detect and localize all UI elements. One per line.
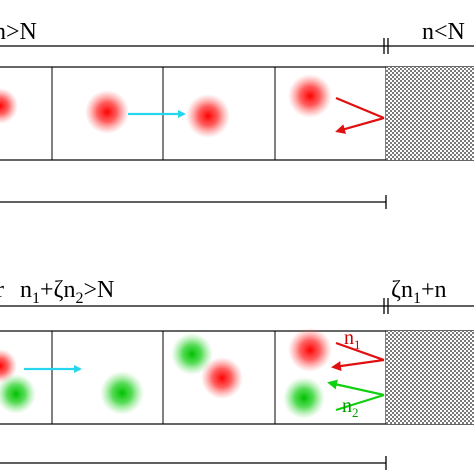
red-particle (186, 94, 230, 138)
top-left-label: n>N (0, 19, 37, 45)
reflected-arrow-n2 (327, 379, 385, 397)
arrow-label-n2: n2 (342, 395, 359, 420)
bottom-barrier (386, 331, 474, 424)
label-n: n (20, 277, 32, 303)
label-sub: 1 (413, 290, 421, 307)
top-right-label: n<N (422, 19, 465, 45)
top-barrier (386, 67, 474, 160)
red-particle (288, 74, 332, 118)
incident-arrow-n1 (335, 341, 385, 362)
bottom-channel (0, 330, 474, 425)
bottom-panel: rn1+ζn2>N ζn1+n n1 n2 (0, 277, 474, 470)
top-panel: n>N n<N (0, 19, 474, 209)
green-particle (100, 371, 144, 415)
arrow-label-n1: n1 (344, 327, 361, 352)
label-zeta-n: ζn (391, 277, 413, 303)
label-tail: >N (83, 277, 114, 303)
bottom-right-label: ζn1+n (391, 277, 446, 307)
incident-arrow (335, 96, 385, 120)
red-particle (201, 357, 243, 399)
label-sub: 2 (75, 290, 83, 307)
green-particle (0, 374, 36, 414)
label-plus: +ζn (40, 277, 75, 303)
label-prefix: r (0, 277, 4, 303)
green-particle (171, 333, 213, 375)
red-particle (85, 90, 129, 134)
incident-arrow-n2 (335, 393, 385, 412)
reflected-arrow-n1 (331, 358, 385, 371)
label-plus-n: +n (421, 277, 447, 303)
red-particle (0, 88, 18, 124)
red-particle (288, 328, 332, 372)
green-particle (283, 377, 325, 419)
top-channel (0, 66, 474, 161)
reflected-arrow (335, 116, 385, 134)
bottom-left-label: rn1+ζn2>N (0, 277, 114, 307)
label-sub: 1 (32, 290, 40, 307)
